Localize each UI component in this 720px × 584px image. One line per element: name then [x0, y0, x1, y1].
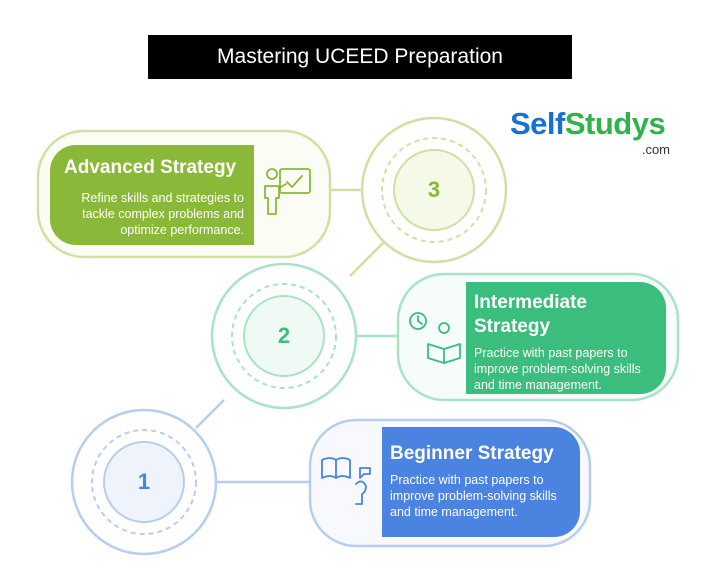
- advanced-strategy-title: Advanced Strategy: [64, 157, 237, 178]
- advanced-card: [50, 145, 254, 245]
- page-title: Mastering UCEED Preparation: [148, 35, 572, 79]
- advanced-strategy-description: Refine skills and strategies to tackle c…: [81, 191, 244, 237]
- intermediate-strategy-description: Practice with past papers to improve pro…: [474, 346, 641, 392]
- beginner-card: [382, 427, 580, 537]
- advanced-strategy-card: Advanced Strategy Refine skills and stra…: [50, 146, 254, 246]
- step-number-2: 2: [277, 323, 291, 348]
- circle-3-dashed: [381, 137, 487, 243]
- logo-domain: .com: [641, 142, 670, 157]
- connector-3-2: [349, 239, 387, 277]
- circle-2-inner: [243, 295, 325, 377]
- beginner-strategy-card: Beginner Strategy Practice with past pap…: [382, 428, 578, 536]
- step-number-3: 3: [427, 177, 441, 202]
- teacher-board-icon: [264, 168, 311, 215]
- clock-reading-icon: [409, 312, 461, 364]
- logo-self: Self: [510, 106, 565, 141]
- selfstudys-logo: SelfStudys .com: [510, 106, 674, 160]
- beginner-strategy-title: Beginner Strategy: [390, 443, 554, 464]
- book-thinking-icon: [321, 457, 371, 505]
- step-number-1: 1: [137, 469, 151, 494]
- circle-2-dashed: [231, 283, 337, 389]
- circle-1-inner: [103, 441, 185, 523]
- connector-2-1: [195, 399, 225, 429]
- intermediate-strategy-card: Intermediate Strategy Practice with past…: [466, 283, 664, 395]
- intermediate-strategy-title: Intermediate Strategy: [474, 292, 587, 337]
- logo-studys: Studys: [564, 106, 666, 141]
- circle-3-inner: [393, 149, 475, 231]
- intermediate-card: [466, 282, 666, 394]
- circle-1-dashed: [91, 429, 197, 535]
- beginner-strategy-description: Practice with past papers to improve pro…: [390, 473, 557, 519]
